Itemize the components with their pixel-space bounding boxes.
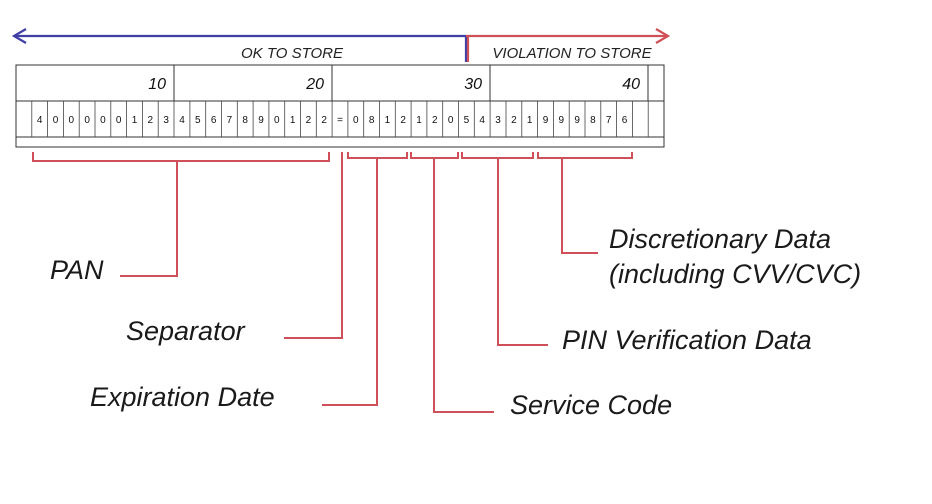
expiration-bracket [347, 152, 408, 159]
track-digit: 1 [385, 115, 391, 126]
field-callouts [32, 152, 633, 413]
pan-bracket [32, 152, 330, 162]
track-digit: 1 [132, 115, 138, 126]
track-digit: 4 [37, 115, 43, 126]
digit-cell-dividers [31, 101, 649, 137]
position-30: 30 [464, 76, 482, 93]
track-digit: = [337, 115, 343, 126]
track-digit: 7 [227, 115, 233, 126]
track-digit: 2 [148, 115, 154, 126]
track-digit: 1 [416, 115, 422, 126]
track-digit: 0 [84, 115, 90, 126]
track-digit: 8 [369, 115, 375, 126]
track-digit: 7 [606, 115, 612, 126]
ok-to-store-label: OK TO STORE [241, 45, 344, 62]
track-digit: 8 [242, 115, 248, 126]
track-digit: 6 [622, 115, 628, 126]
track-digit: 9 [543, 115, 549, 126]
pin-verification-label: PIN Verification Data [562, 325, 812, 355]
track-digit: 0 [69, 115, 75, 126]
track-digit: 0 [353, 115, 359, 126]
track-digit: 3 [163, 115, 169, 126]
discretionary-bracket [537, 152, 633, 159]
track-digit: 3 [495, 115, 501, 126]
track-digit: 9 [574, 115, 580, 126]
pin-connector [497, 158, 548, 346]
discretionary-connector [561, 158, 598, 254]
track-digit: 2 [511, 115, 517, 126]
track-table [15, 64, 665, 148]
track-digit: 5 [195, 115, 201, 126]
violation-to-store-arrow [466, 28, 671, 62]
track-digit: 1 [290, 115, 296, 126]
pin-bracket [461, 152, 534, 159]
track-digit: 6 [211, 115, 217, 126]
track-digit: 1 [527, 115, 533, 126]
violation-to-store-label: VIOLATION TO STORE [492, 45, 652, 62]
track-digit: 0 [274, 115, 280, 126]
track-digit: 9 [258, 115, 264, 126]
track-digit: 4 [179, 115, 185, 126]
track-digit: 0 [53, 115, 59, 126]
track-digit: 0 [116, 115, 122, 126]
track-digit: 2 [400, 115, 406, 126]
track-digit: 9 [559, 115, 565, 126]
position-40: 40 [622, 76, 640, 93]
track-digit: 0 [448, 115, 454, 126]
track-digit: 0 [100, 115, 106, 126]
position-20: 20 [305, 76, 324, 93]
service-code-connector [433, 158, 494, 413]
separator-connector [284, 152, 343, 339]
pan-label: PAN [50, 255, 104, 285]
pan-connector [120, 161, 178, 277]
discretionary-data-label: Discretionary Data [609, 224, 831, 254]
position-10: 10 [148, 76, 166, 93]
ok-to-store-arrow [11, 28, 468, 62]
expiration-connector [322, 158, 378, 406]
service-code-label: Service Code [510, 390, 672, 420]
track-digit: 2 [432, 115, 438, 126]
track-digit: 2 [306, 115, 312, 126]
track-digit: 2 [321, 115, 327, 126]
separator-label: Separator [126, 316, 246, 346]
track-digit: 5 [464, 115, 470, 126]
service-code-bracket [410, 152, 459, 159]
expiration-date-label: Expiration Date [90, 382, 275, 412]
track-digit: 8 [590, 115, 596, 126]
discretionary-data-sublabel: (including CVV/CVC) [609, 259, 861, 289]
track-digit: 4 [479, 115, 485, 126]
